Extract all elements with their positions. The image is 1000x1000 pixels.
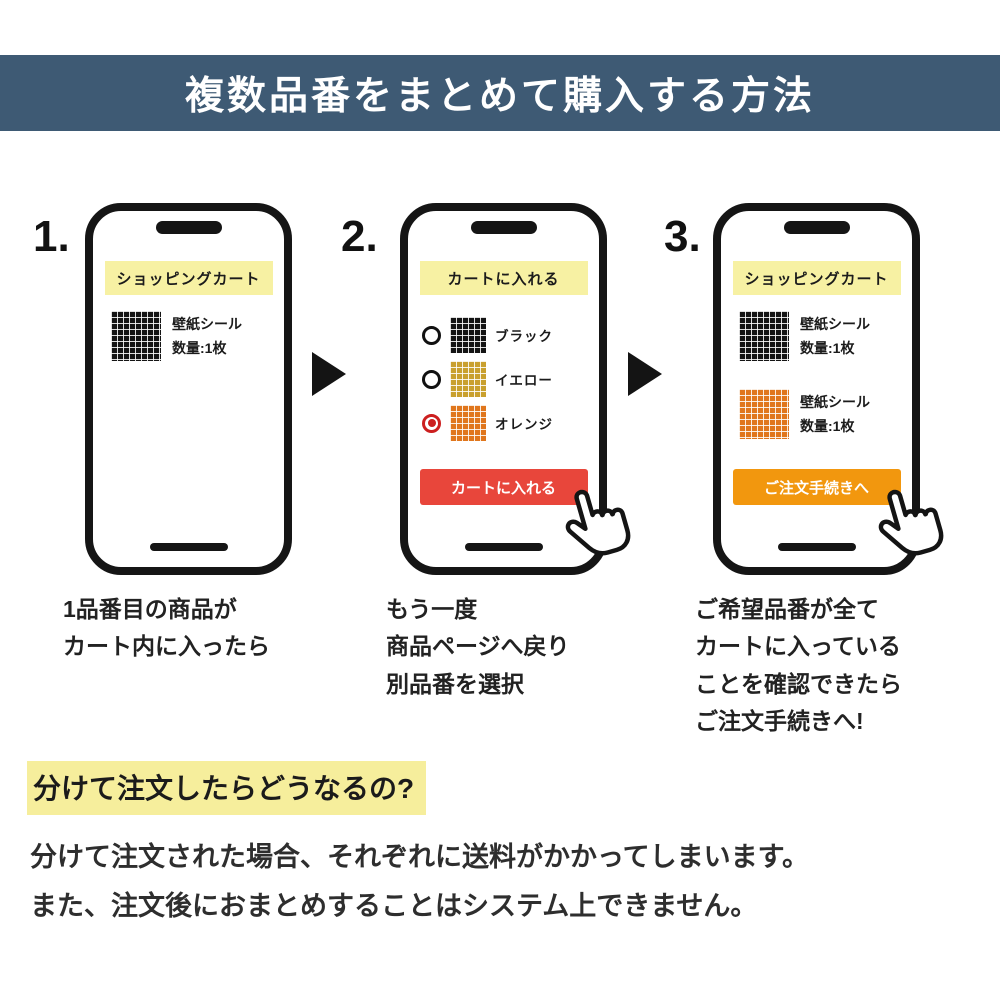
- step-3-caption: ご希望品番が全て カートに入っている ことを確認できたら ご注文手続きへ!: [695, 596, 902, 734]
- phone-notch: [470, 221, 537, 234]
- cart-item-text: 壁紙シール 数量:1枚: [800, 393, 870, 435]
- color-option-orange[interactable]: オレンジ: [422, 405, 553, 441]
- hand-cursor-icon: [863, 475, 957, 580]
- phone-home-bar: [777, 543, 856, 551]
- option-label: イエロー: [495, 373, 553, 388]
- cart-item: 壁紙シール 数量:1枚: [739, 389, 870, 439]
- add-to-cart-header: カートに入れる: [419, 261, 588, 295]
- product-swatch-yellow: [450, 361, 486, 397]
- radio-button-selected[interactable]: [422, 413, 441, 433]
- cart-page-header: ショッピングカート: [732, 261, 901, 295]
- product-swatch-orange: [450, 405, 486, 441]
- phone-home-bar: [149, 543, 228, 551]
- option-label: ブラック: [495, 329, 553, 344]
- faq-question-highlight: 分けて注文したらどうなるの?: [27, 761, 427, 815]
- phone-step-1: ショッピングカート 壁紙シール 数量:1枚: [85, 203, 292, 575]
- phone-home-bar: [464, 543, 543, 551]
- faq-question-heading: 分けて注文したらどうなるの?: [27, 761, 427, 815]
- radio-button[interactable]: [422, 325, 441, 345]
- step-1-number: 1.: [33, 212, 70, 261]
- page-title: 複数品番をまとめて購入する方法: [184, 75, 815, 118]
- step-2-caption: もう一度 商品ページへ戻り 別品番を選択: [386, 596, 570, 697]
- step-3-number: 3.: [664, 212, 701, 261]
- product-swatch-black: [739, 311, 789, 361]
- option-label: オレンジ: [495, 417, 553, 432]
- checkout-button[interactable]: ご注文手続きへ: [732, 469, 901, 505]
- cart-item: 壁紙シール 数量:1枚: [739, 311, 870, 361]
- product-swatch-orange: [739, 389, 789, 439]
- phone-notch: [783, 221, 850, 234]
- cart-page-header: ショッピングカート: [104, 261, 273, 295]
- radio-button[interactable]: [422, 369, 441, 389]
- color-option-black[interactable]: ブラック: [422, 317, 553, 353]
- add-to-cart-button[interactable]: カートに入れる: [419, 469, 588, 505]
- phone-step-2: カートに入れる ブラック イエロー オレンジ カートに入れる: [400, 203, 631, 575]
- faq-answer-text: 分けて注文された場合、それぞれに送料がかかってしまいます。 また、注文後におまと…: [30, 842, 809, 921]
- next-step-arrow-icon: [628, 352, 662, 396]
- product-swatch-black: [450, 317, 486, 353]
- cart-item-text: 壁紙シール 数量:1枚: [800, 315, 870, 357]
- phone-notch: [155, 221, 222, 234]
- next-step-arrow-icon: [312, 352, 346, 396]
- product-swatch-black: [111, 311, 161, 361]
- step-1-caption: 1品番目の商品が カート内に入ったら: [63, 596, 270, 660]
- color-option-yellow[interactable]: イエロー: [422, 361, 553, 397]
- hand-cursor-icon: [550, 475, 644, 580]
- title-banner: 複数品番をまとめて購入する方法: [0, 55, 1000, 131]
- cart-item: 壁紙シール 数量:1枚: [111, 311, 242, 361]
- phone-step-3: ショッピングカート 壁紙シール 数量:1枚 壁紙シール 数量:1枚 ご注文手続き…: [713, 203, 944, 575]
- cart-item-text: 壁紙シール 数量:1枚: [172, 315, 242, 357]
- step-2-number: 2.: [341, 212, 378, 261]
